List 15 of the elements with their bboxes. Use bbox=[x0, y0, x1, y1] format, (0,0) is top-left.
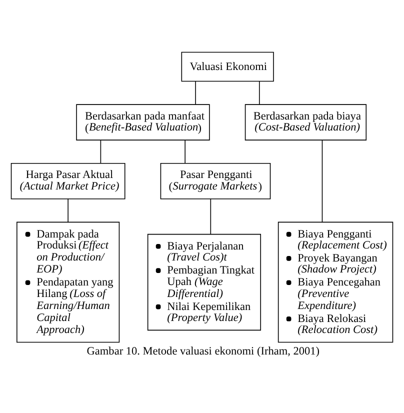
connector bbox=[322, 140, 323, 222]
node-box: Harga Pasar Aktual (Actual Market Price) bbox=[10, 163, 126, 200]
connector bbox=[195, 80, 196, 105]
node-box: Dampak pada Produksi (Effect on Production/ EOP) Pendapatan yang Hilang (Loss of Earning/Human Capital Approach) bbox=[16, 222, 120, 343]
node-box: Valuasi Ekonomi bbox=[181, 52, 274, 82]
node-box: Biaya Pengganti (Replacement Cost) Proyek Bayangan (Shadow Project) Biaya Pencegahan (Preventive Expenditure) Biaya Relokasi (Relocation Cost) bbox=[278, 222, 394, 343]
connector bbox=[259, 80, 260, 105]
connector bbox=[184, 140, 186, 164]
node-box: Biaya Perjalanan (Travel Cos)t Pembagian Tingkat Upah (Wage Differential) Nilai Kepemilikan (Property Value) bbox=[147, 234, 262, 331]
node-box: Pasar Pengganti (Surrogate Markets) bbox=[160, 163, 271, 200]
caption: Gambar 10. Metode valuasi ekonomi (Irham, 2001) bbox=[86, 345, 320, 358]
connector bbox=[210, 198, 212, 235]
connector bbox=[100, 140, 102, 164]
node-box: Berdasarkan pada biaya (Cost-Based Valuation) bbox=[244, 104, 367, 140]
node-box: Berdasarkan pada manfaat (Benefit-Based Valuation) bbox=[76, 104, 210, 140]
